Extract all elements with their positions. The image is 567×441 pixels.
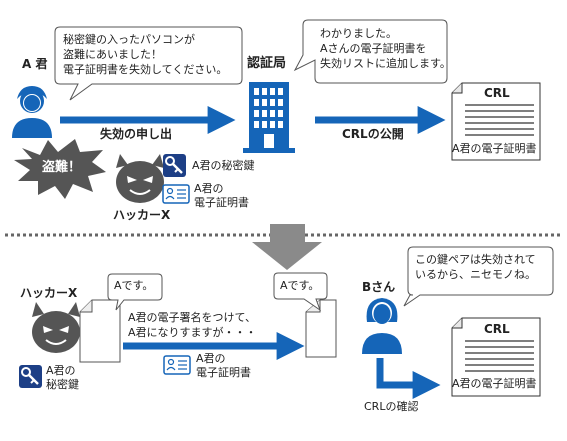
document-left [79,299,121,363]
bubble-a-text: 秘密鍵の入ったパソコンが 盗難にあいました！ 電子証明書を失効してください。 [63,33,227,78]
cert-label-top-line-1: A君の [194,182,224,195]
key-label-bottom: A君の 秘密鍵 [46,364,79,393]
bubble-ca-line-2: Aさんの電子証明書を [320,41,427,55]
speech-bubble-doc-right [273,272,328,312]
crl-publish-label: CRLの公開 [342,127,404,141]
bubble-b-line-1: この鍵ペアは失効されて [415,253,536,266]
bubble-a-line-3: 電子証明書を失効してください。 [63,62,228,76]
person-b-label: Bさん [362,280,396,294]
bubble-ca-line-1: わかりました。 [320,27,397,40]
document-right [305,299,337,358]
doc-right-text: Aです。 [280,279,320,292]
key-label-bottom-line-2: 秘密鍵 [46,378,79,392]
key-icon-top [163,154,186,177]
bubble-b-line-2: いるから、ニセモノね。 [415,267,536,281]
sign-text-line-1: A君の電子署名をつけて、 [128,311,256,324]
theft-label: 盗難！ [42,160,82,175]
ca-label: 認証局 [247,56,287,71]
cert-label-top: A君の 電子証明書 [194,182,249,211]
revoke-arrow-label: 失効の申し出 [100,127,173,141]
hacker-label-top: ハッカーX [113,208,171,222]
cert-label-bottom: A君の 電子証明書 [196,352,251,381]
speech-bubble-ca [293,19,448,84]
bubble-a-line-1: 秘密鍵の入ったパソコンが [63,33,195,46]
doc-left-text: Aです。 [114,279,154,292]
person-a-icon [12,86,52,138]
sign-text: A君の電子署名をつけて、 A君になりすますが・・・ [128,311,257,341]
speech-bubble-a [54,26,243,101]
cert-label-top-line-2: 電子証明書 [194,196,249,210]
crl-title-bottom: CRL [484,322,510,336]
hacker-icon-top [116,154,164,203]
crl-check-arrow [376,358,441,399]
certificate-icon-top [162,184,190,204]
building-icon [243,82,295,153]
theft-burst-icon [14,139,106,199]
person-a-label: A 君 [22,57,48,71]
person-b-icon [362,298,402,354]
certificate-icon-bottom [163,355,191,375]
speech-bubble-b [403,246,554,307]
cert-label-bottom-line-2: 電子証明書 [196,366,251,380]
down-arrow [252,224,322,270]
crl-title-top: CRL [484,86,510,100]
hacker-label-bottom: ハッカーX [20,286,78,300]
crl-caption-top: A君の電子証明書 [452,142,537,155]
key-label-top: A君の秘密鍵 [192,159,255,172]
speech-bubble-doc-left [107,273,163,311]
crl-document-bottom [451,317,541,397]
bubble-ca-text: わかりました。 Aさんの電子証明書を 失効リストに追加します。 [320,27,451,72]
crl-check-label: CRLの確認 [364,400,419,413]
key-label-bottom-line-1: A君の [46,364,76,377]
crl-caption-bottom: A君の電子証明書 [452,377,537,390]
bubble-ca-line-3: 失効リストに追加します。 [320,56,451,70]
key-icon-bottom [19,365,42,388]
bubble-a-line-2: 盗難にあいました！ [63,47,162,61]
bubble-b-text: この鍵ペアは失効されて いるから、ニセモノね。 [415,253,536,283]
crl-document-top [451,82,541,161]
cert-label-bottom-line-1: A君の [196,352,226,365]
hacker-icon-bottom [32,302,80,353]
sign-text-line-2: A君になりすますが・・・ [128,325,257,339]
